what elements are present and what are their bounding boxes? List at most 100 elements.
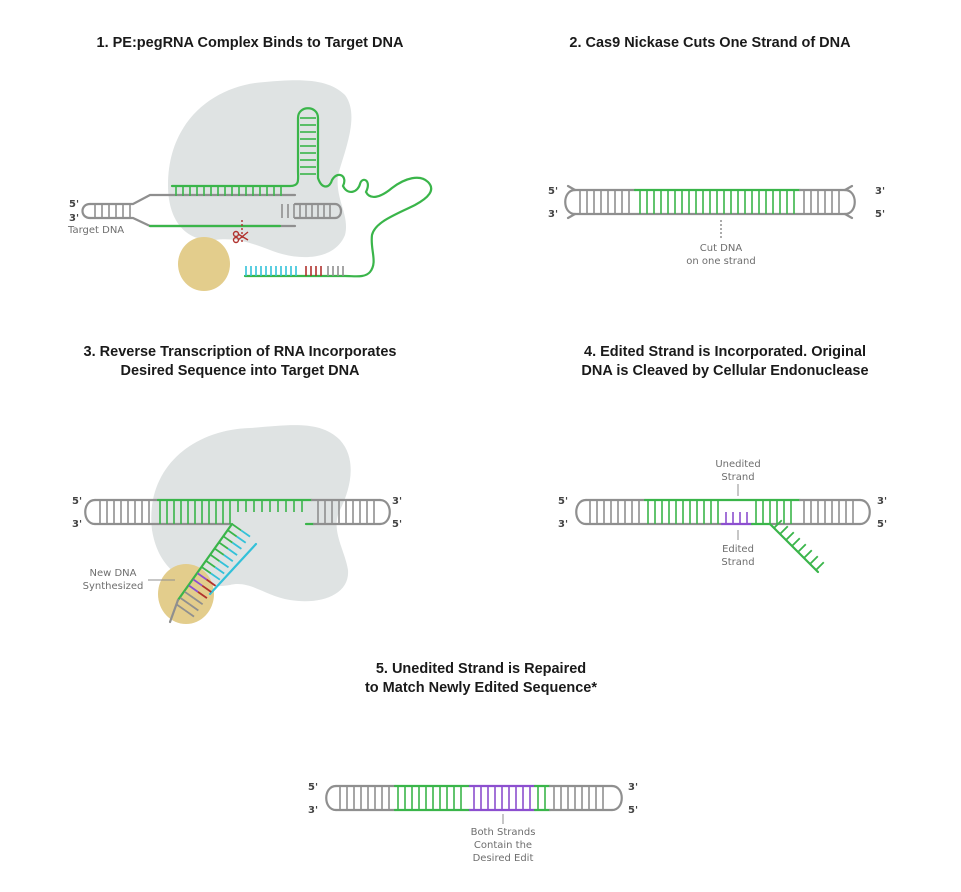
base-pair-tick: [227, 548, 238, 556]
base-pair-tick: [205, 560, 216, 568]
panel3-end-3-right: 3': [392, 496, 402, 507]
base-pair-tick: [209, 554, 220, 562]
panel3-reverse-transcriptase: [158, 564, 214, 624]
panel3-new-dna-label-1: New DNA: [89, 568, 136, 579]
panel2-end-3-left: 3': [548, 209, 558, 220]
panel3-end-5-right: 5': [392, 519, 402, 530]
panel3-synthesized-arm: [168, 522, 258, 624]
base-pair-tick: [240, 529, 251, 538]
panel1-target-dna: [81, 193, 343, 228]
base-pair-tick: [210, 572, 221, 581]
base-pair-tick: [797, 543, 807, 553]
panel5-both-label-3: Desired Edit: [473, 853, 534, 864]
base-pair-tick: [227, 529, 238, 538]
panel1-cas9-protein: [168, 80, 352, 258]
panel2-end-3-right: 3': [875, 186, 885, 197]
panel5-both-label-2: Contain the: [474, 840, 532, 851]
base-pair-tick: [201, 566, 212, 575]
panel5-both-label-1: Both Strands: [471, 827, 536, 838]
base-pair-tick: [815, 561, 825, 571]
panel2-end-5-right: 5': [875, 209, 885, 220]
base-pair-tick: [179, 597, 190, 605]
panel4-edited-label-2: Strand: [721, 557, 754, 568]
panel1-pegrna: [148, 107, 433, 278]
panel1-dna-rungs-left: [94, 204, 131, 218]
base-pair-tick: [773, 519, 783, 529]
scissors-icon: [232, 220, 249, 244]
panel1-pegrna-rungs: [175, 186, 282, 196]
base-pair-tick: [803, 549, 813, 559]
panel3-cas9-protein: [151, 425, 351, 602]
panel5-end-3-right: 3': [628, 782, 638, 793]
panel4-end-5-right: 5': [877, 519, 887, 530]
base-pair-tick: [201, 584, 212, 593]
panel4-unedited-label-2: Strand: [721, 472, 754, 483]
panel5-end-5-left: 5': [308, 782, 318, 793]
panel5-title: 5. Unedited Strand is Repaired to Match …: [271, 660, 691, 698]
base-pair-tick: [236, 535, 247, 544]
base-pair-tick: [184, 609, 195, 618]
panel3-title-line2: Desired Sequence into Target DNA: [120, 363, 360, 379]
panel4-unedited-label-1: Unedited: [715, 459, 760, 470]
panel5-end-3-left: 3': [308, 805, 318, 816]
panel5-title-line2: to Match Newly Edited Sequence*: [364, 680, 598, 696]
base-pair-tick: [206, 578, 217, 587]
base-pair-tick: [193, 597, 204, 606]
panel3-title: 3. Reverse Transcription of RNA Incorpor…: [30, 343, 450, 381]
panel4-edited-label-1: Edited: [722, 544, 754, 555]
panel2-dna-duplex: [564, 184, 856, 220]
panel1-rtt-rungs: [245, 266, 344, 276]
panel4-title-line1: 4. Edited Strand is Incorporated. Origin…: [584, 344, 866, 360]
base-pair-tick: [175, 603, 186, 612]
panel3-end-5-left: 5': [72, 496, 82, 507]
panel2-title: 2. Cas9 Nickase Cuts One Strand of DNA: [569, 35, 851, 51]
base-pair-tick: [809, 555, 819, 565]
base-pair-tick: [192, 578, 203, 587]
panel1-title: 1. PE:pegRNA Complex Binds to Target DNA: [96, 35, 404, 51]
panel4-end-5-left: 5': [558, 496, 568, 507]
base-pair-tick: [188, 584, 199, 593]
base-pair-tick: [197, 591, 208, 599]
panel3-illustration: 5' 3' 3' 5' New DNA Synthesized: [72, 425, 402, 624]
base-pair-tick: [214, 566, 225, 575]
panel2-cut-label-2: on one strand: [686, 256, 755, 267]
base-pair-tick: [218, 560, 230, 569]
panel1-target-label: Target DNA: [67, 225, 124, 236]
panel3-end-3-left: 3': [72, 519, 82, 530]
base-pair-tick: [222, 535, 233, 544]
panel1-end-3: 3': [69, 213, 79, 224]
base-pair-tick: [184, 590, 195, 599]
base-pair-tick: [785, 531, 795, 541]
panel1-hairpin-rungs: [300, 117, 316, 175]
base-pair-tick: [223, 554, 234, 562]
panel1-end-5: 5': [69, 199, 79, 210]
panel1-dna-rungs-right: [281, 204, 331, 218]
base-pair-tick: [779, 525, 789, 535]
base-pair-tick: [214, 547, 225, 556]
panel4-title-line2: DNA is Cleaved by Cellular Endonuclease: [581, 363, 869, 379]
panel1-reverse-transcriptase: [178, 237, 230, 291]
panel4-end-3-left: 3': [558, 519, 568, 530]
base-pair-tick: [231, 541, 242, 550]
base-pair-tick: [188, 603, 199, 612]
panel2-end-5-left: 5': [548, 186, 558, 197]
panel4-cleaved-flap: [768, 519, 825, 574]
base-pair-tick: [197, 572, 208, 581]
panel5-illustration: 5' 3' 3' 5' Both Strands Contain the Des…: [308, 782, 638, 864]
panel1-illustration: 5' 3' Target DNA: [67, 80, 433, 291]
panel5-title-line1: 5. Unedited Strand is Repaired: [375, 661, 587, 677]
panel3-dna-duplex: [84, 498, 391, 526]
panel2-cut-label-1: Cut DNA: [700, 243, 743, 254]
panel4-title: 4. Edited Strand is Incorporated. Origin…: [515, 343, 935, 381]
panel4-dna-duplex: [575, 498, 871, 526]
panel3-title-line1: 3. Reverse Transcription of RNA Incorpor…: [83, 344, 397, 360]
panel4-end-3-right: 3': [877, 496, 887, 507]
panel5-dna-duplex: [325, 784, 623, 812]
base-pair-tick: [218, 541, 229, 550]
base-pair-tick: [791, 537, 801, 547]
panel3-new-dna-label-2: Synthesized: [83, 581, 144, 592]
panel5-end-5-right: 5': [628, 805, 638, 816]
panel4-illustration: 5' 3' 3' 5' Unedited Strand Edited Stran…: [558, 459, 887, 574]
